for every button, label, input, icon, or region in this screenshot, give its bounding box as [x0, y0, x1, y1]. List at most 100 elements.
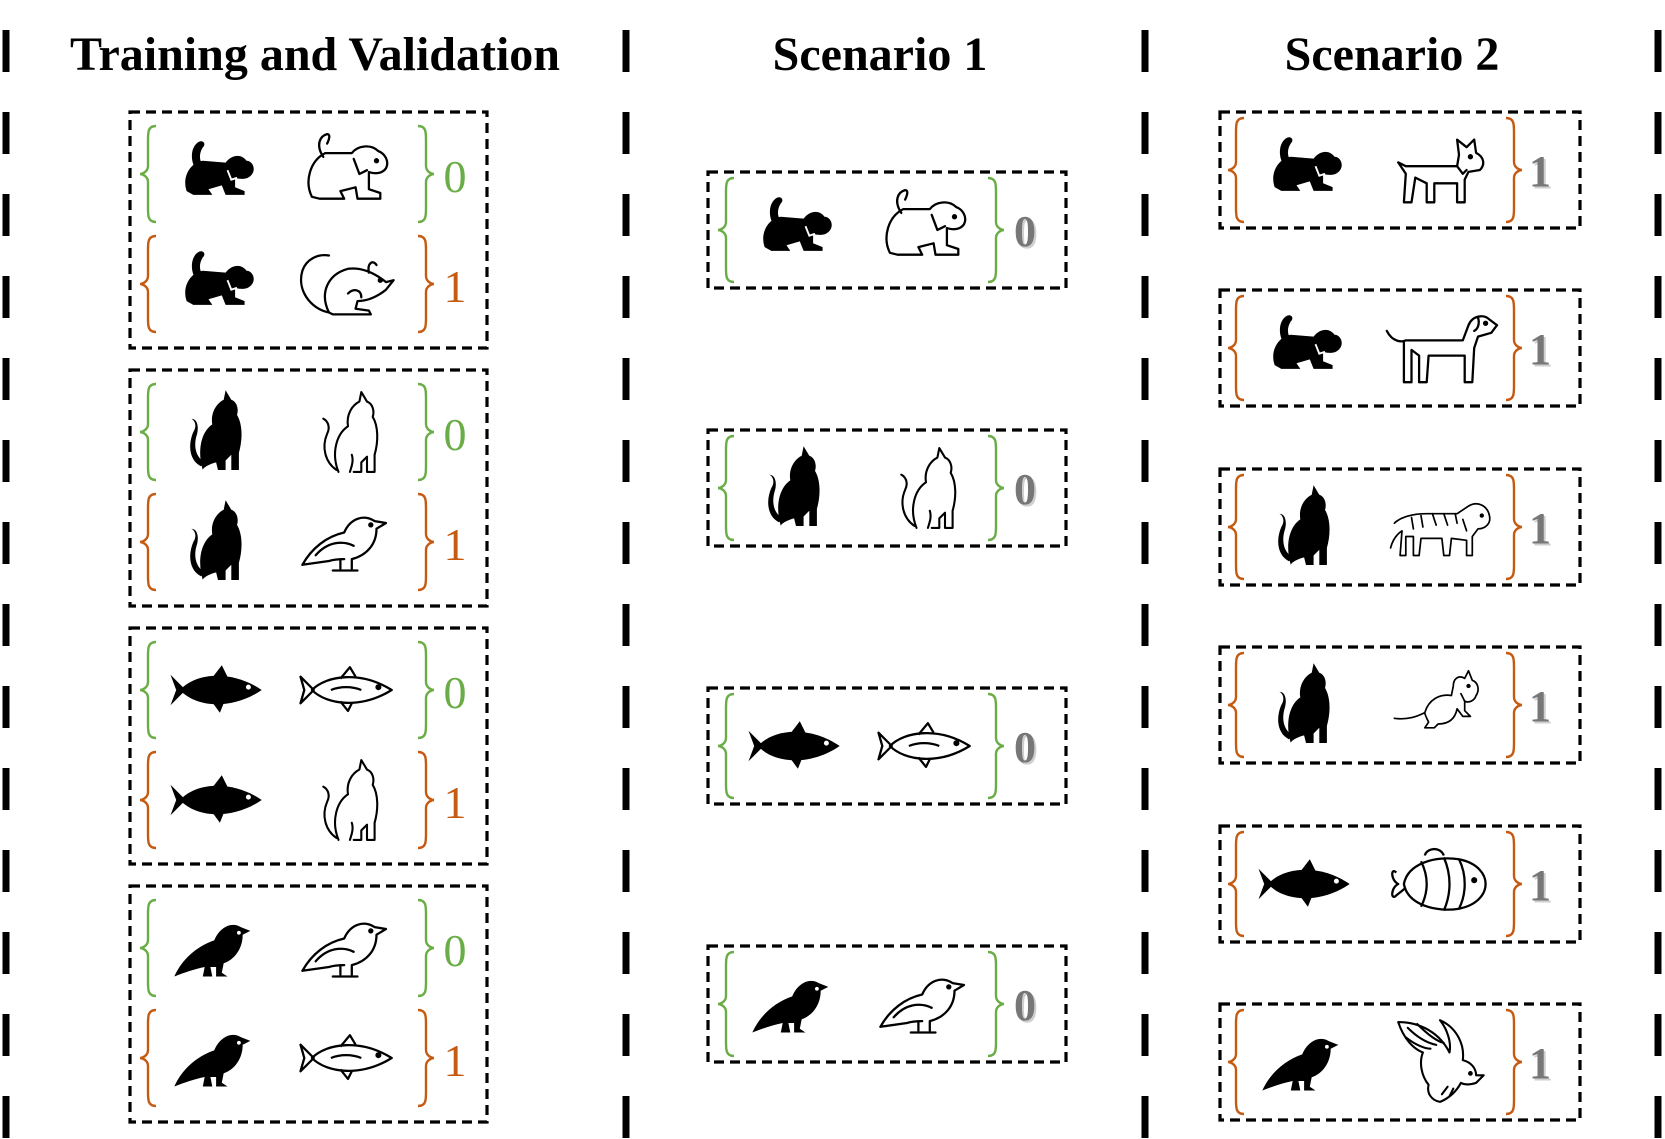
- pair-label: 0: [444, 151, 467, 202]
- bracket-right: [417, 124, 435, 224]
- training-group-1: [128, 110, 489, 350]
- scenario2-pair-4: [1218, 645, 1582, 765]
- fish-black-icon: [748, 721, 840, 769]
- dog-black-icon: [184, 140, 255, 196]
- bird-outline-icon: [301, 922, 388, 978]
- fish-outline-icon: [877, 722, 971, 769]
- bracket-right: [417, 234, 435, 334]
- bracket-right: [987, 176, 1005, 284]
- cat-black-icon: [768, 446, 820, 526]
- bracket-right: [1505, 830, 1523, 938]
- cat-black-icon: [190, 500, 242, 580]
- bracket-left: [139, 1008, 157, 1108]
- training-group-3: [128, 626, 489, 866]
- standing-dog-outline-icon: [1385, 315, 1499, 384]
- bracket-right: [1505, 294, 1523, 402]
- pair-label: 0: [1014, 723, 1036, 772]
- fish-black-icon: [170, 665, 262, 713]
- pair-label-shadow: 1: [1531, 149, 1553, 198]
- pair-label: 0: [1014, 981, 1036, 1030]
- scenario2-pair-3: [1218, 467, 1582, 587]
- scenario1-pair-1: [706, 170, 1068, 290]
- bracket-left: [1227, 651, 1245, 759]
- bracket-right: [417, 640, 435, 740]
- pair-label: 1: [444, 777, 467, 828]
- cat-outline-icon: [322, 759, 379, 841]
- bracket-right: [417, 382, 435, 482]
- bracket-left: [717, 950, 735, 1058]
- clownfish-outline-icon: [1391, 847, 1487, 912]
- small-dog-outline-icon: [1397, 138, 1485, 204]
- bracket-right: [1505, 473, 1523, 581]
- cat-black-icon: [1278, 485, 1330, 565]
- pair-label: 0: [444, 925, 467, 976]
- scenario2-pair-6: [1218, 1002, 1582, 1122]
- bracket-left: [717, 434, 735, 542]
- pair-label: 1: [1529, 861, 1551, 910]
- pair-label: 0: [444, 667, 467, 718]
- dog-black-icon: [1272, 136, 1343, 192]
- pair-label: 1: [1529, 325, 1551, 374]
- pair-label: 0: [444, 409, 467, 460]
- pair-label: 0: [1014, 207, 1036, 256]
- pair-label-shadow: 1: [1531, 684, 1553, 733]
- pair-label-shadow: 1: [1531, 1041, 1553, 1090]
- bracket-right: [987, 434, 1005, 542]
- bracket-left: [717, 692, 735, 800]
- cat-black-icon: [190, 390, 242, 470]
- pair-label-shadow: 0: [1016, 209, 1038, 258]
- title-scenario-1: Scenario 1: [773, 28, 988, 81]
- fish-outline-icon: [299, 666, 393, 713]
- scenario1-pair-4: [706, 944, 1068, 1064]
- pair-label-shadow: 0: [1016, 983, 1038, 1032]
- bracket-left: [1227, 294, 1245, 402]
- bracket-left: [139, 382, 157, 482]
- scenario1-pair-3: [706, 686, 1068, 806]
- bracket-left: [139, 234, 157, 334]
- pair-label-shadow: 1: [1531, 506, 1553, 555]
- bracket-right: [1505, 1008, 1523, 1116]
- scenario2-pair-5: [1218, 824, 1582, 944]
- dog-black-icon: [184, 250, 255, 306]
- bird-outline-icon: [879, 978, 966, 1034]
- title-training-validation: Training and Validation: [70, 28, 560, 81]
- bracket-left: [1227, 473, 1245, 581]
- bird-black-icon: [174, 1034, 251, 1087]
- pair-label-shadow: 1: [1531, 863, 1553, 912]
- bracket-right: [417, 750, 435, 850]
- dog-black-icon: [1272, 314, 1343, 370]
- scenario2-pair-2: [1218, 288, 1582, 408]
- bird-outline-icon: [301, 516, 388, 572]
- bracket-left: [139, 750, 157, 850]
- pair-label: 1: [444, 261, 467, 312]
- cat-black-icon: [1278, 663, 1330, 743]
- dog-outline-icon: [307, 132, 389, 200]
- tiger-outline-icon: [1389, 502, 1491, 557]
- fish-black-icon: [170, 775, 262, 823]
- fish-black-icon: [1258, 859, 1350, 907]
- bracket-right: [987, 692, 1005, 800]
- dog-outline-icon: [885, 188, 967, 256]
- bird-black-icon: [174, 924, 251, 977]
- pair-label: 1: [1529, 147, 1551, 196]
- pair-label: 1: [1529, 1039, 1551, 1088]
- pair-label-shadow: 0: [1016, 467, 1038, 516]
- bracket-left: [1227, 1008, 1245, 1116]
- title-scenario-2: Scenario 2: [1285, 28, 1500, 81]
- pair-label-shadow: 0: [1016, 725, 1038, 774]
- bracket-right: [417, 1008, 435, 1108]
- bracket-left: [717, 176, 735, 284]
- mouse-outline-icon: [299, 253, 395, 316]
- bracket-right: [1505, 116, 1523, 224]
- training-group-4: [128, 884, 489, 1124]
- pair-label: 0: [1014, 465, 1036, 514]
- bracket-left: [1227, 116, 1245, 224]
- bracket-right: [417, 898, 435, 998]
- scenario1-pair-2: [706, 428, 1068, 548]
- eagle-outline-icon: [1397, 1019, 1485, 1103]
- pair-label: 1: [444, 1035, 467, 1086]
- bracket-right: [1505, 651, 1523, 759]
